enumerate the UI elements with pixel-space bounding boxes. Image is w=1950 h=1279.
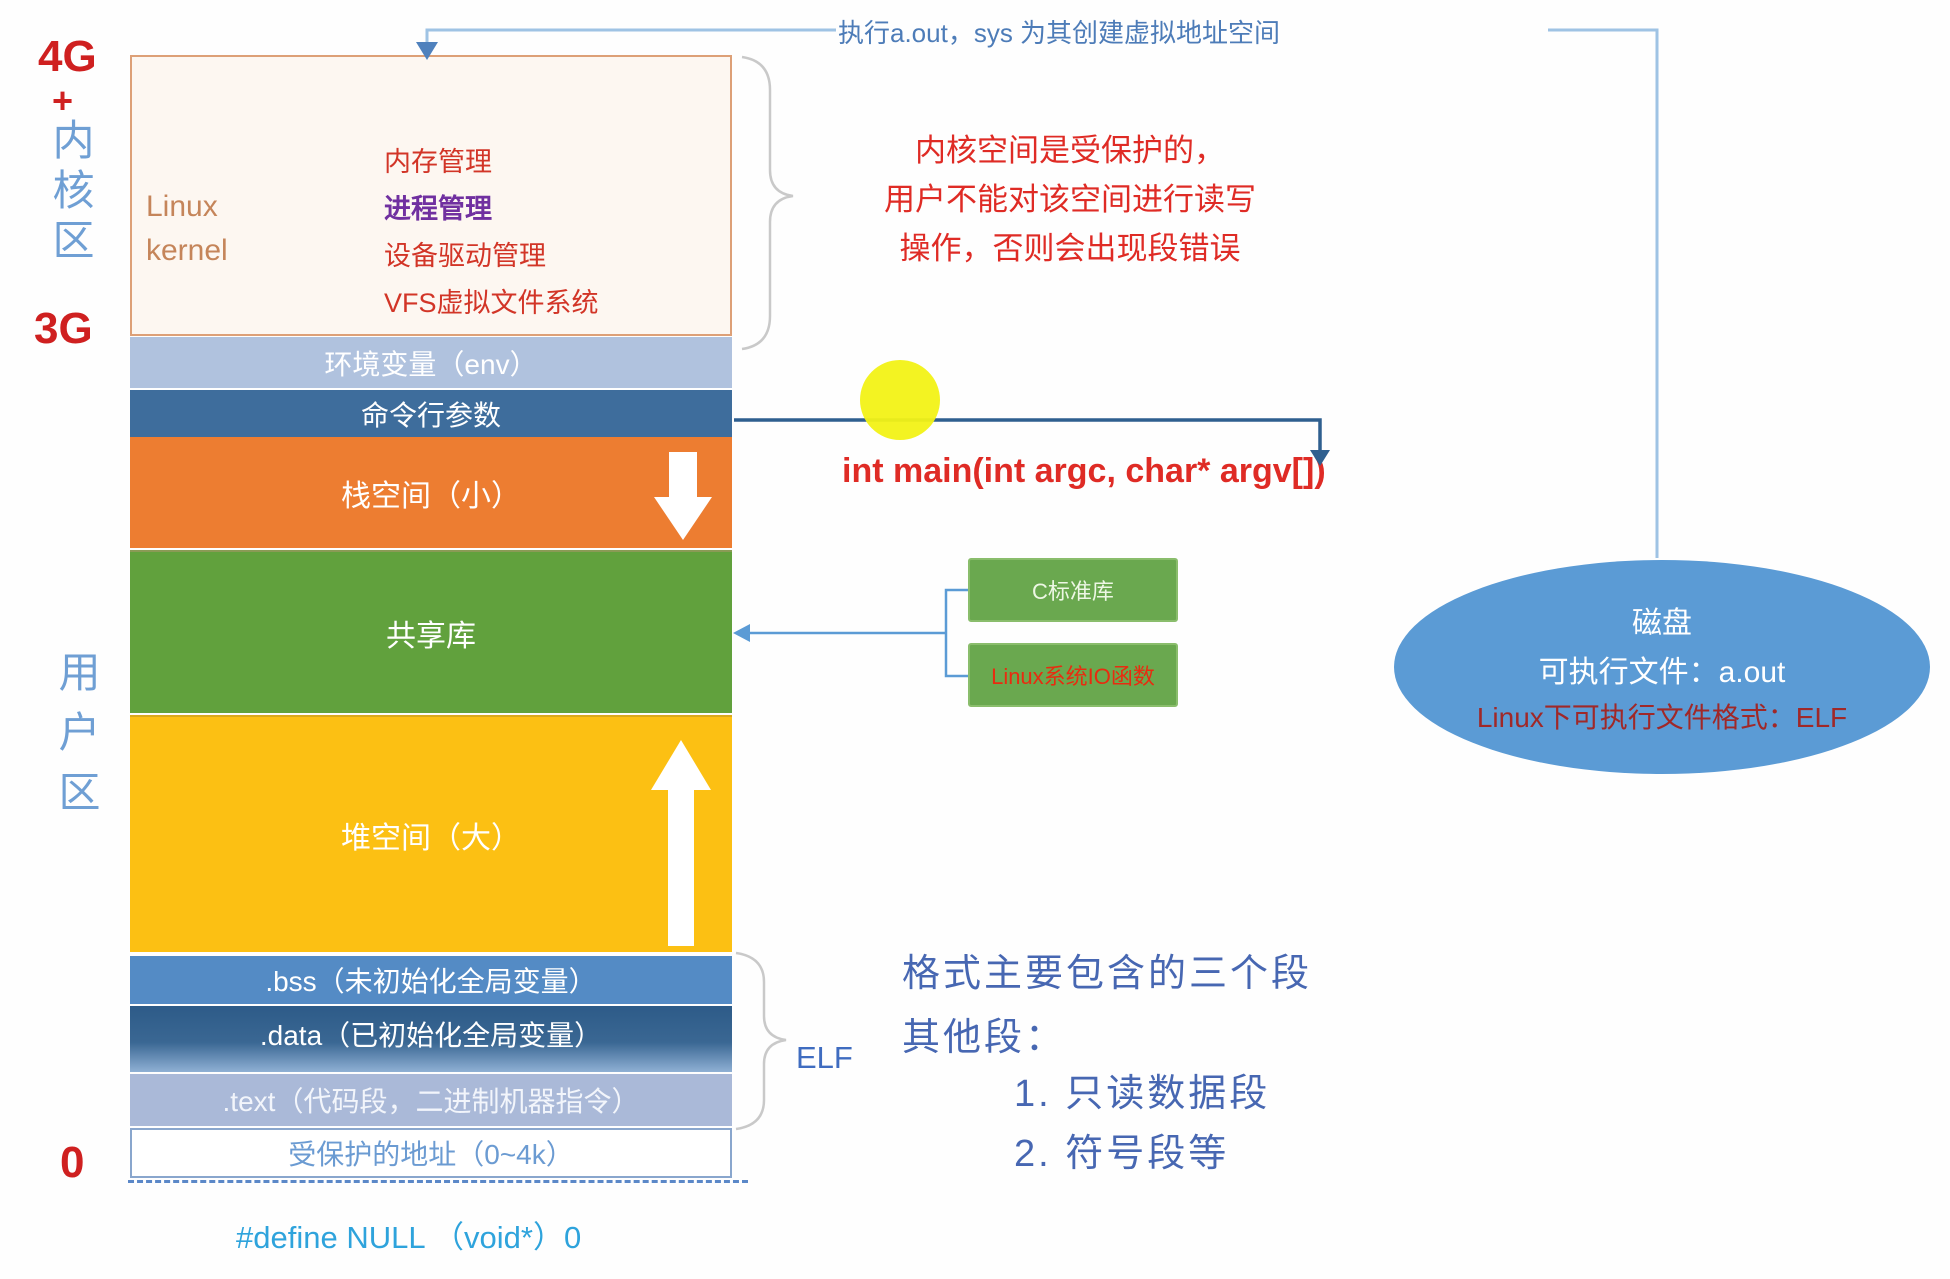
kernel-name-line1: Linux [146,190,218,223]
segment-text: .text（代码段，二进制机器指令） [130,1074,732,1126]
elf-note-title: 格式主要包含的三个段 [902,953,1313,995]
segment-env: 环境变量（env） [130,337,732,388]
kernel-note-line3: 操作，否则会出现段错误 [899,231,1241,266]
kernel-protected-note: 内核空间是受保护的， 用户不能对该空间进行读写 操作，否则会出现段错误 [820,126,1320,273]
kernel-feature-memory: 内存管理 [384,147,492,177]
kernel-brace [741,55,794,351]
library-bracket-line [944,588,968,678]
disk-ellipse: 磁盘 可执行文件：a.out Linux下可执行文件格式：ELF [1394,560,1930,774]
label-user-region: 用户区 [53,650,100,830]
kernel-note-line1: 内核空间是受保护的， [915,133,1225,168]
segment-heap: 堆空间（大） [130,715,732,952]
disk-elf-format-line: Linux下可执行文件格式：ELF [1476,702,1848,733]
null-define-note: #define NULL （void*）0 [236,1220,582,1255]
label-kernel-region: 内核区 [47,118,94,268]
kernel-feature-driver: 设备驱动管理 [384,241,546,271]
segment-cmdline: 命令行参数 [130,390,732,437]
elf-brace [735,951,787,1131]
elf-note-other: 其他段： [902,1017,1067,1059]
exec-note-line-left [425,28,836,44]
c-std-lib-box: C标准库 [968,558,1178,622]
segment-shared-lib: 共享库 [130,550,732,713]
elf-note-item-2: 2. 符号段等 [1014,1133,1230,1175]
kernel-name-line2: kernel [146,234,228,267]
kernel-note-line2: 用户不能对该空间进行读写 [884,182,1256,217]
segment-data: .data（已初始化全局变量） [130,1006,732,1072]
main-signature-text: int main(int argc, char* argv[]) [842,452,1326,490]
segment-bss: .bss（未初始化全局变量） [130,956,732,1004]
disk-title: 磁盘 [1632,607,1692,640]
label-3g: 3G [34,304,93,353]
kernel-feature-process: 进程管理 [384,194,492,224]
segment-protected: 受保护的地址（0~4k） [130,1128,732,1178]
linux-io-lib-box: Linux系统IO函数 [968,643,1178,707]
elf-label: ELF [796,1040,853,1075]
label-plus: + [52,80,74,121]
left-arrowhead-shared-icon [733,624,750,642]
highlight-dot [860,360,940,440]
kernel-feature-list: 内存管理 进程管理 设备驱动管理 VFS虚拟文件系统 [384,139,599,327]
cmdline-to-main-line [734,418,1322,450]
kernel-feature-vfs: VFS虚拟文件系统 [384,288,599,318]
label-4g: 4G [38,32,97,81]
elf-note-item-1: 1. 只读数据段 [1014,1073,1271,1115]
exec-aout-note: 执行a.out，sys 为其创建虚拟地址空间 [838,18,1281,48]
zero-address-dashed-line [128,1180,748,1183]
disk-executable-line: 可执行文件：a.out [1538,656,1786,689]
exec-note-line-right [1548,28,1659,558]
kernel-box: Linux kernel 内存管理 进程管理 设备驱动管理 VFS虚拟文件系统 [130,55,732,336]
kernel-name: Linux kernel [146,185,228,273]
segment-stack: 栈空间（小） [130,437,732,548]
label-zero: 0 [60,1138,85,1187]
